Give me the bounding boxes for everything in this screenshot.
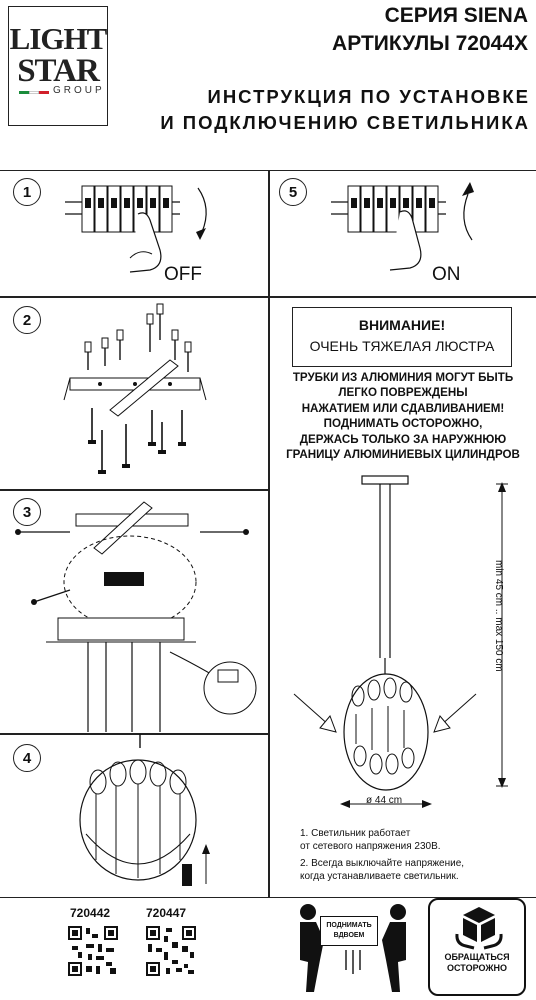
step-number-1: 1 (13, 178, 41, 206)
fragile-label-line-2: ОСТОРОЖНО (447, 963, 507, 973)
page-title-line-1: ИНСТРУКЦИЯ ПО УСТАНОВКЕ (207, 86, 530, 107)
fragile-box-icon (455, 907, 503, 950)
article-numbers: АРТИКУЛЫ 72044X (332, 32, 528, 55)
lift-together-label: ПОДНИМАТЬ ВДВОЕМ (320, 916, 378, 946)
panel-divider-3 (0, 733, 268, 735)
warning-line: ЛЕГКО ПОВРЕЖДЕНЫ (338, 386, 468, 400)
wiring-connection-illustration (15, 501, 257, 732)
series-name: СЕРИЯ SIENA (384, 4, 528, 27)
step-number-2: 2 (13, 306, 41, 334)
warning-subtitle: ОЧЕНЬ ТЯЖЕЛАЯ ЛЮСТРА (309, 338, 495, 354)
article-code: 720442 (70, 906, 111, 920)
lift-label-line-2: ВДВОЕМ (333, 932, 365, 939)
warning-line: ТРУБКИ ИЗ АЛЮМИНИЯ МОГУТ БЫТЬ (292, 371, 514, 384)
logo-line-3: GROUP (53, 85, 105, 96)
warning-line: ГРАНИЦУ АЛЮМИНИЕВЫХ ЦИЛИНДРОВ (286, 448, 520, 462)
panel-divider-1 (0, 296, 536, 298)
breaker-off-illustration (65, 185, 207, 273)
article-code: 720447 (146, 906, 187, 920)
off-label: OFF (164, 264, 202, 285)
warning-line: НАЖАТИЕМ ИЛИ СДАВЛИВАНИЕМ! (301, 401, 505, 415)
step-number-4: 4 (13, 744, 41, 772)
note-line: 1. Светильник работает (300, 828, 411, 839)
note-line: от сетевого напряжения 230В. (300, 841, 441, 852)
note-line: 2. Всегда выключайте напряжение, (300, 858, 465, 869)
breaker-on-illustration (331, 182, 474, 271)
logo-line-2: STAR (17, 53, 100, 89)
qr-code-icon[interactable] (146, 926, 196, 976)
chandelier-dimension-drawing (293, 475, 508, 808)
mounting-bracket-illustration (63, 303, 207, 474)
chandelier-hang-illustration (79, 734, 210, 886)
panel-divider-vertical (268, 170, 270, 898)
warning-line: ДЕРЖАСЬ ТОЛЬКО ЗА НАРУЖНЮЮ (299, 432, 507, 446)
warning-title: ВНИМАНИЕ! (358, 317, 446, 333)
page-title-line-2: И ПОДКЛЮЧЕНИЮ СВЕТИЛЬНИКА (160, 112, 530, 133)
note-line: когда устанавливаете светильник. (300, 871, 459, 882)
fragile-label-line-1: ОБРАЩАТЬСЯ (444, 952, 510, 962)
qr-code-icon[interactable] (68, 926, 118, 976)
handle-with-care-badge: ОБРАЩАТЬСЯ ОСТОРОЖНО (428, 898, 526, 996)
warning-box: ВНИМАНИЕ! ОЧЕНЬ ТЯЖЕЛАЯ ЛЮСТРА (292, 307, 512, 367)
on-label: ON (432, 264, 461, 285)
logo-line-1: LIGHT (9, 21, 108, 56)
step-number-3: 3 (13, 498, 41, 526)
diameter-label: ø 44 cm (366, 795, 403, 806)
warning-description: ТРУБКИ ИЗ АЛЮМИНИЯ МОГУТ БЫТЬ ЛЕГКО ПОВР… (274, 370, 532, 462)
lift-label-line-1: ПОДНИМАТЬ (326, 922, 372, 929)
two-person-lift-icon (300, 904, 406, 992)
warning-line: ПОДНИМАТЬ ОСТОРОЖНО, (323, 417, 483, 431)
brand-logo: LIGHT STAR GROUP (8, 6, 108, 126)
step-number-5: 5 (279, 178, 307, 206)
italian-flag-icon (19, 91, 49, 94)
height-dimension-label: min 45 cm .. max 150 cm (493, 560, 504, 672)
panel-divider-2 (0, 489, 268, 491)
